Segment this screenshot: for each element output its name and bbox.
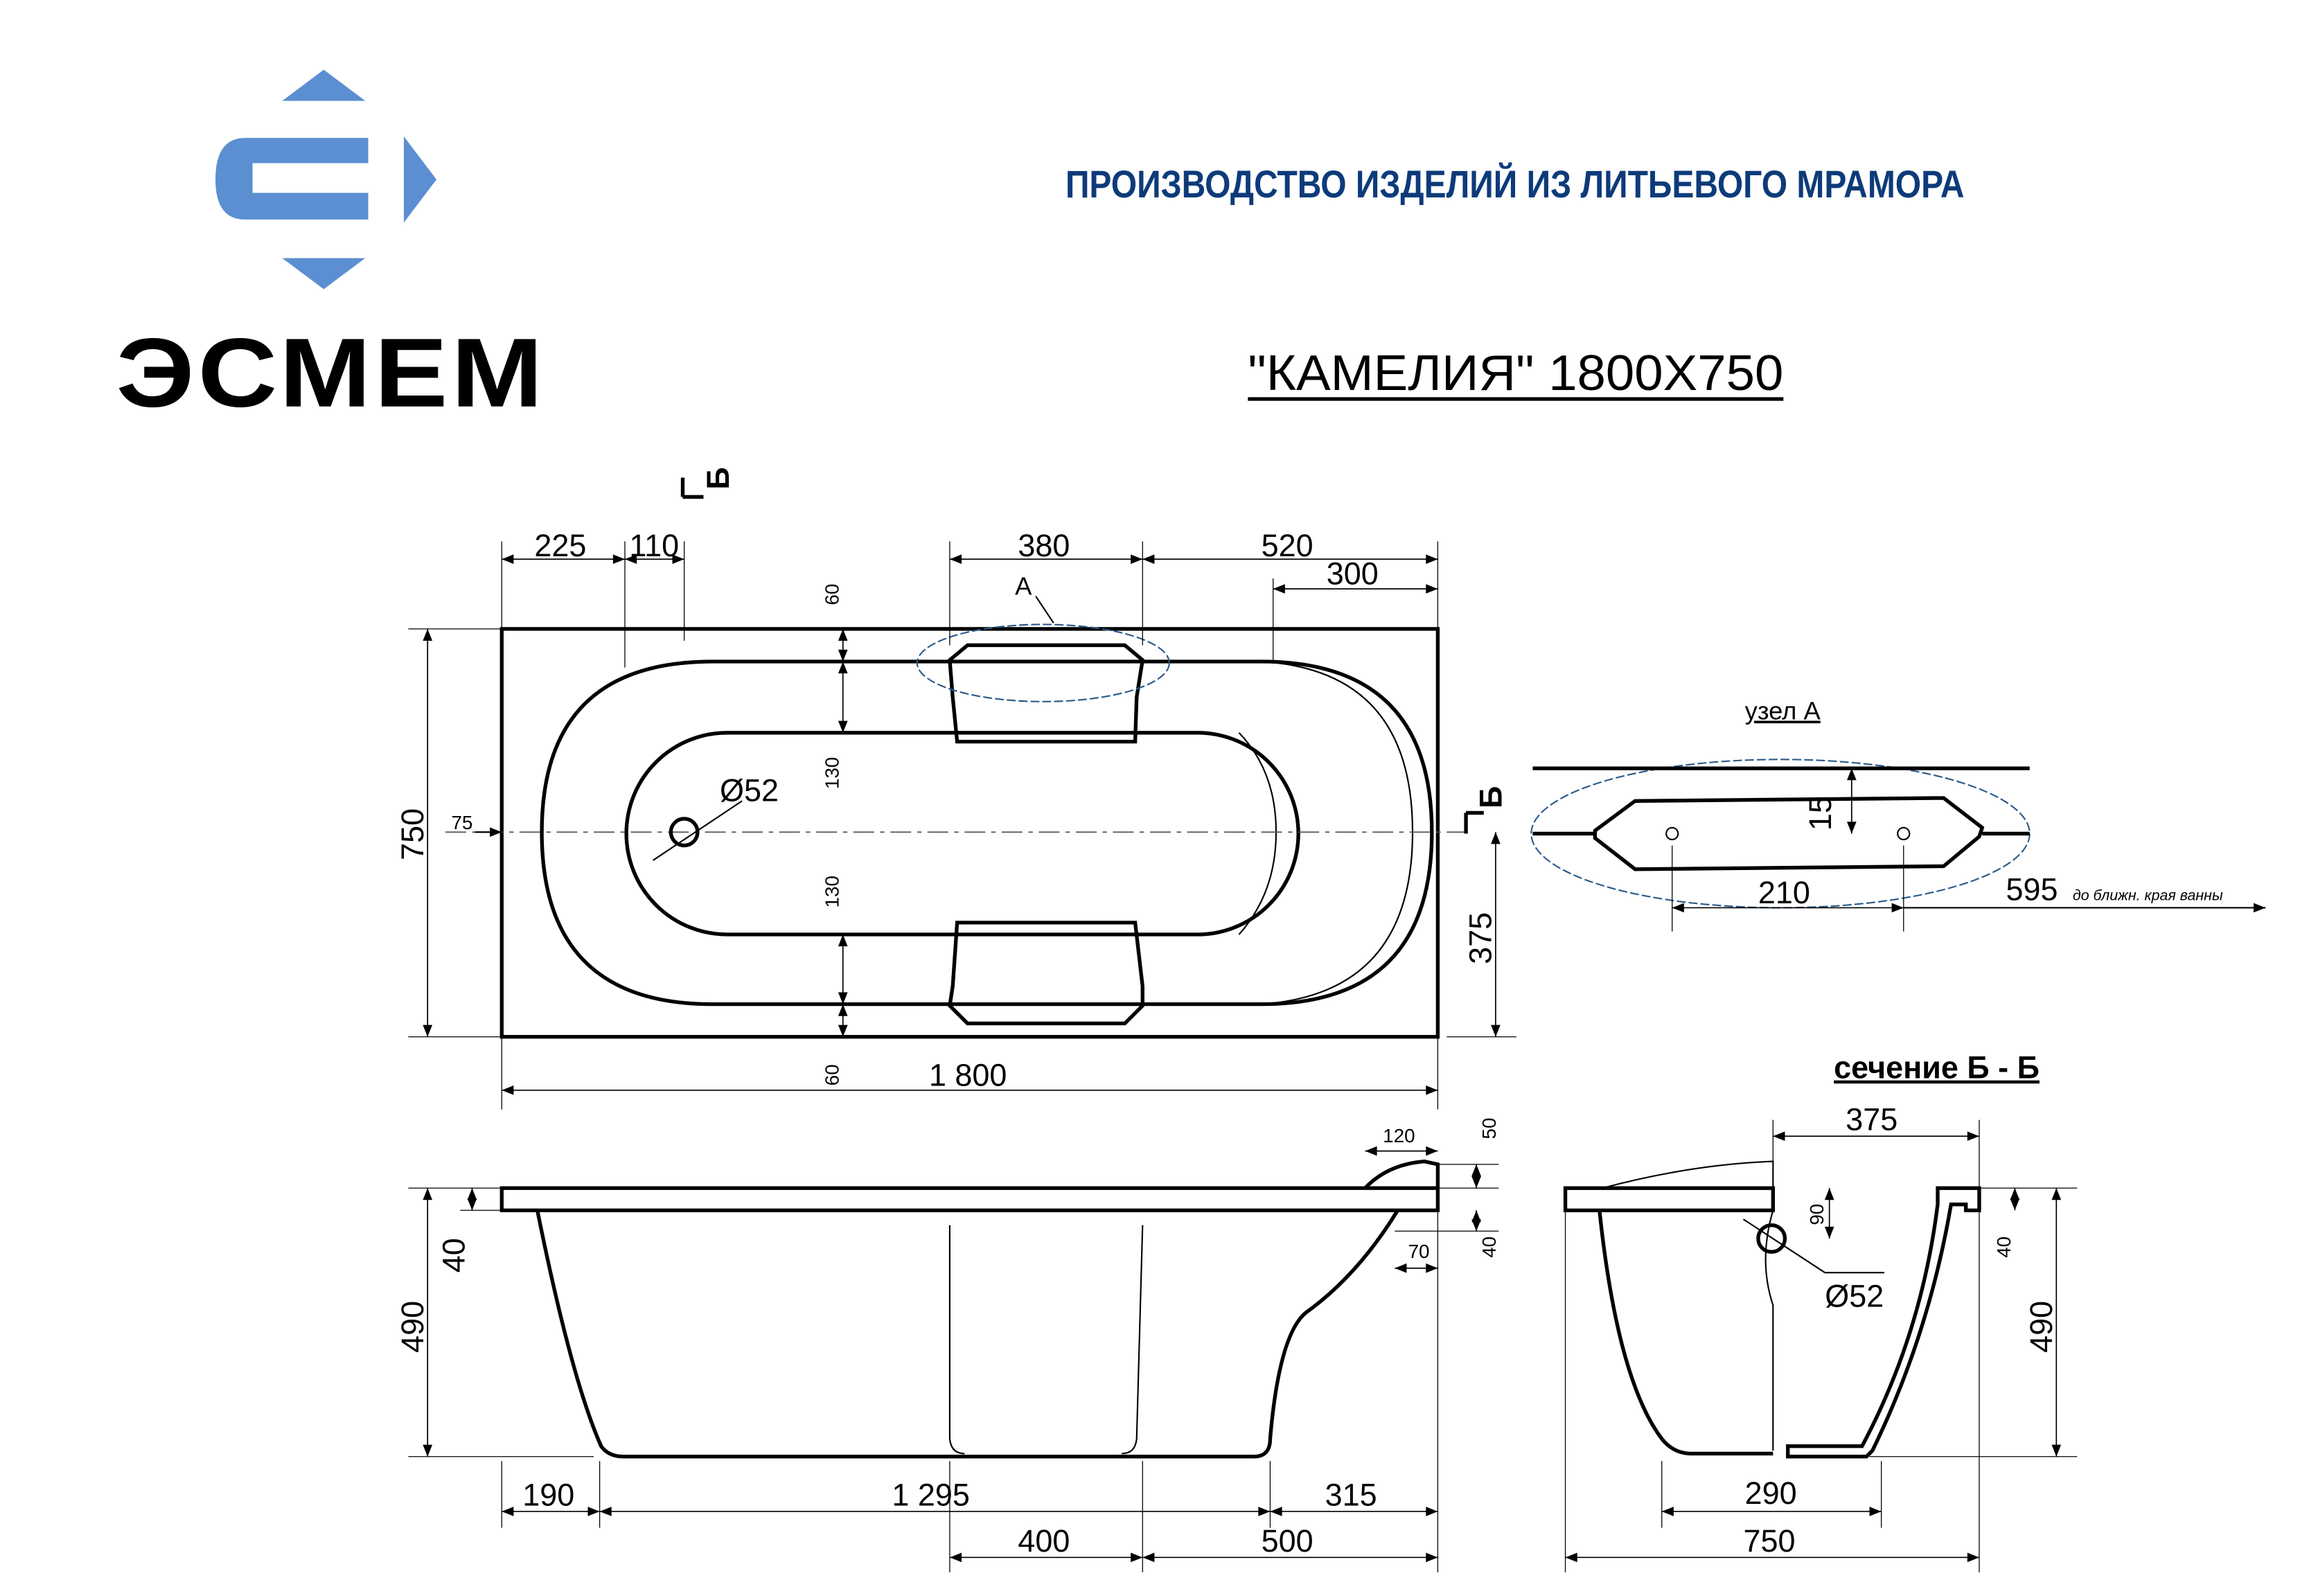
dim-400: 400 <box>1018 1523 1070 1559</box>
dim-75: 75 <box>451 812 472 833</box>
section-mark-right: Б <box>1464 786 1508 834</box>
company-logo: ЭСМЕМ <box>116 69 547 427</box>
dim-595-note: до ближн. края ванны <box>2073 887 2223 904</box>
headrest-top <box>948 643 1145 744</box>
extension-lines <box>408 541 1516 1110</box>
dim-500: 500 <box>1262 1523 1313 1559</box>
logo-top-chevron <box>282 69 366 101</box>
side-body <box>536 1209 1399 1459</box>
dim-595: 595 <box>2006 872 2058 907</box>
logo-bottom-chevron <box>282 258 366 290</box>
node-a-label: А <box>1015 572 1032 601</box>
section-bb: сечение Б - Б 375 90 Ø52 40 490 290 750 <box>1563 1050 2078 1572</box>
dim-750: 750 <box>395 808 430 860</box>
dim-120: 120 <box>1383 1125 1415 1146</box>
dim-210: 210 <box>1758 875 1810 910</box>
section-title: сечение Б - Б <box>1834 1050 2040 1085</box>
svg-text:Б: Б <box>700 467 736 489</box>
plan-view: 225 110 380 520 300 750 75 375 1 800 60 … <box>395 467 1516 1110</box>
section-body <box>1598 1209 1773 1456</box>
node-a-leader <box>1035 596 1054 623</box>
section-mark-top: Б <box>680 467 736 499</box>
tagline: ПРОИЗВОДСТВО ИЗДЕЛИЙ ИЗ ЛИТЬЕВОГО МРАМОР… <box>1065 162 1965 206</box>
logo-right-chevron <box>403 136 437 223</box>
headrest-bottom <box>948 921 1144 1026</box>
section-rim <box>1563 1186 1776 1212</box>
dim-40: 40 <box>1993 1236 2015 1258</box>
side-view: 490 40 120 50 70 40 190 1 295 315 400 50… <box>395 1118 1500 1572</box>
plan-basin <box>624 731 1300 937</box>
side-rim <box>499 1186 1440 1212</box>
page-title: "КАМЕЛИЯ" 1800X750 <box>1248 345 1783 401</box>
mount-hole-icon <box>1665 826 1679 841</box>
dim-315: 315 <box>1325 1477 1377 1512</box>
dim-380: 380 <box>1018 528 1070 563</box>
detail-a-cloud <box>916 623 1170 702</box>
dim-750: 750 <box>1744 1523 1796 1559</box>
detail-headrest <box>1593 796 1985 871</box>
dim-225: 225 <box>534 528 586 563</box>
drain-diameter: Ø52 <box>720 772 779 808</box>
section-drain-diameter: Ø52 <box>1825 1278 1884 1313</box>
section-wall <box>1786 1186 1981 1459</box>
dim-1800: 1 800 <box>929 1057 1007 1092</box>
dim-375: 375 <box>1846 1102 1897 1137</box>
logo-text: ЭСМЕМ <box>116 318 547 427</box>
dim-50: 50 <box>1478 1118 1500 1140</box>
section-drain-hole <box>1756 1223 1787 1254</box>
dim-40-right: 40 <box>1478 1236 1500 1258</box>
side-headrest <box>1363 1159 1440 1189</box>
detail-a: узел А 15 210 595 до ближн. края ванны <box>1530 697 2266 932</box>
dim-520: 520 <box>1262 528 1313 563</box>
side-basin-lines <box>948 1225 1144 1455</box>
svg-text:Б: Б <box>1473 786 1508 808</box>
dim-130-top: 130 <box>821 757 842 789</box>
dim-300: 300 <box>1327 556 1379 592</box>
logo-left-mark <box>215 138 369 220</box>
dim-60-top: 60 <box>821 584 842 605</box>
dim-90: 90 <box>1806 1204 1828 1225</box>
dim-110: 110 <box>629 528 679 563</box>
section-inner-line <box>1764 1209 1774 1451</box>
dim-290: 290 <box>1745 1475 1797 1511</box>
dim-60-bottom: 60 <box>821 1064 842 1085</box>
dim-490: 490 <box>395 1301 430 1353</box>
dim-40-left: 40 <box>436 1238 472 1273</box>
dim-190: 190 <box>522 1477 574 1512</box>
drain-leader <box>653 800 743 861</box>
dim-490: 490 <box>2024 1301 2059 1353</box>
dim-15: 15 <box>1803 796 1838 831</box>
dim-1295: 1 295 <box>892 1477 970 1512</box>
dim-130-bottom: 130 <box>821 876 842 907</box>
mount-hole-icon <box>1897 826 1911 841</box>
dim-70: 70 <box>1408 1241 1430 1262</box>
plan-rim-oval-inner <box>1261 660 1414 1005</box>
section-drain-leader <box>1742 1218 1825 1274</box>
dim-375: 375 <box>1462 912 1498 964</box>
section-headrest <box>1602 1160 1774 1189</box>
drain-hole <box>669 817 700 848</box>
detail-a-title: узел А <box>1745 697 1821 725</box>
